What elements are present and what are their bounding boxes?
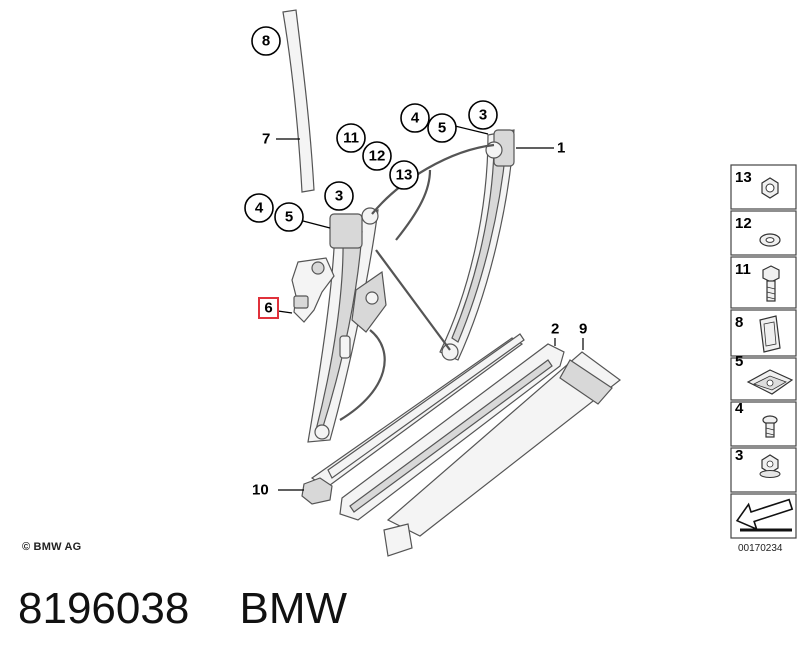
svg-text:6: 6	[264, 300, 272, 317]
legend-item-8: 8	[730, 309, 797, 357]
callout-1: 1	[557, 140, 565, 157]
svg-text:7: 7	[262, 131, 270, 148]
callout-7: 7	[262, 131, 270, 148]
svg-text:4: 4	[255, 200, 264, 217]
callout-4-lower: 4	[244, 193, 274, 223]
svg-text:5: 5	[438, 120, 446, 137]
legend-item-11: 11	[730, 256, 797, 309]
callout-12: 12	[362, 141, 392, 171]
nut-icon	[761, 177, 779, 199]
legend-item-4: 4	[730, 400, 797, 447]
hardware-legend: 13 12 11	[730, 164, 797, 539]
svg-text:4: 4	[411, 110, 420, 127]
callout-5-upper: 5	[427, 113, 457, 143]
seal-end-cap	[301, 477, 333, 505]
legend-item-13: 13	[730, 164, 797, 210]
callout-10: 10	[252, 482, 269, 499]
svg-text:13: 13	[396, 167, 413, 184]
washer-icon	[759, 233, 781, 247]
callout-11: 11	[336, 123, 366, 153]
svg-text:12: 12	[369, 148, 386, 165]
legend-item-5: 5	[730, 353, 797, 401]
svg-text:11: 11	[735, 261, 751, 278]
clip-icon	[759, 315, 781, 353]
svg-text:12: 12	[735, 215, 752, 232]
window-motor	[291, 257, 335, 323]
legend-arrow-box	[730, 493, 797, 539]
svg-text:9: 9	[579, 321, 587, 338]
svg-text:8: 8	[735, 314, 743, 331]
brand-name: BMW	[239, 584, 348, 633]
callout-8: 8	[251, 26, 281, 56]
svg-text:3: 3	[335, 188, 343, 205]
callout-2: 2	[551, 321, 559, 338]
copyright-notice: © BMW AG	[22, 541, 82, 553]
window-seal-strip	[282, 9, 315, 193]
clip-nut-icon	[746, 369, 794, 395]
svg-text:13: 13	[735, 169, 752, 186]
flange-nut-icon	[759, 454, 781, 478]
legend-item-3: 3	[730, 447, 797, 493]
callout-9: 9	[579, 321, 587, 338]
sill-strip-outer	[383, 351, 621, 557]
callout-3-lower: 3	[324, 181, 354, 211]
svg-text:8: 8	[262, 33, 270, 50]
callout-5-lower: 5	[274, 202, 304, 232]
screw-icon	[762, 415, 778, 438]
svg-text:2: 2	[551, 321, 559, 338]
footer: 8196038 BMW	[18, 584, 347, 634]
callout-3-upper: 3	[468, 100, 498, 130]
callout-13: 13	[389, 160, 419, 190]
callout-4-upper: 4	[400, 103, 430, 133]
callout-6-highlighted: 6	[258, 297, 279, 319]
legend-item-12: 12	[730, 210, 797, 256]
bolt-icon	[762, 265, 780, 302]
svg-text:11: 11	[343, 130, 359, 147]
svg-text:1: 1	[557, 140, 565, 157]
svg-text:10: 10	[252, 482, 269, 499]
svg-text:4: 4	[735, 400, 744, 417]
svg-text:5: 5	[285, 209, 293, 226]
svg-text:3: 3	[479, 107, 487, 124]
svg-text:3: 3	[735, 447, 743, 464]
arrow-icon	[735, 498, 794, 532]
leader-lines	[276, 125, 584, 491]
svg-text:5: 5	[735, 353, 743, 370]
part-number: 8196038	[18, 584, 190, 633]
sill-trim-inner	[339, 343, 565, 521]
diagram-code: 00170234	[738, 543, 783, 554]
window-regulator	[307, 129, 515, 443]
